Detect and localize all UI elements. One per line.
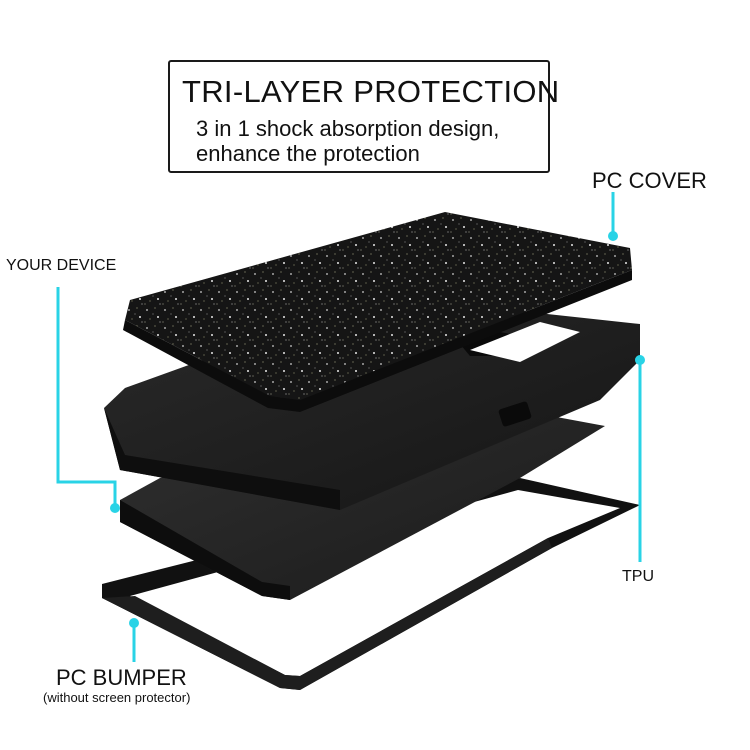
- label-pc-bumper-note: (without screen protector): [43, 690, 191, 705]
- label-your-device: YOUR DEVICE: [6, 257, 117, 274]
- pc-bumper-frame: [102, 478, 640, 690]
- label-pc-cover: PC COVER: [592, 168, 707, 193]
- title-subtitle: 3 in 1 shock absorption design, enhance …: [196, 116, 499, 166]
- callout-your-device: [56, 287, 120, 513]
- label-pc-bumper: PC BUMPER: [56, 665, 187, 690]
- callout-pc-cover: [608, 192, 618, 241]
- pc-cover-glitter: [123, 212, 632, 412]
- subtitle-line-1: 3 in 1 shock absorption design,: [196, 116, 500, 141]
- subtitle-line-2: enhance the protection: [196, 141, 420, 166]
- label-tpu: TPU: [622, 568, 654, 585]
- callout-tpu: [635, 355, 645, 562]
- callout-pc-bumper: [129, 618, 139, 662]
- title-box: TRI-LAYER PROTECTION 3 in 1 shock absorp…: [168, 60, 559, 173]
- title-heading: TRI-LAYER PROTECTION: [182, 74, 560, 109]
